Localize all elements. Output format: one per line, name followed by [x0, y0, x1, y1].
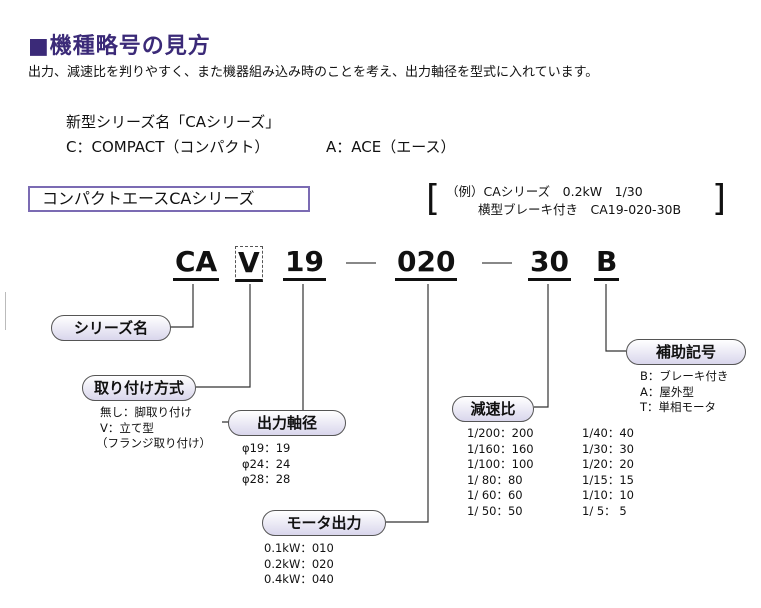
connector-series — [170, 284, 194, 328]
left-edge-divider — [0, 292, 6, 330]
example-line-2: 横型ブレーキ付き CA19-020-30B — [478, 202, 682, 217]
mounting-option: （フランジ取り付け） — [96, 436, 211, 451]
reduction-option: 1/ 80：80 — [467, 472, 523, 487]
code-hyphen-2 — [482, 262, 512, 264]
label-reduction: 減速比 — [452, 396, 534, 422]
shaft-options-list: φ19：19 φ24：24 φ28：28 — [242, 441, 290, 488]
reduction-option: 1/40：40 — [582, 426, 634, 440]
label-series-name: シリーズ名 — [51, 315, 171, 341]
mounting-options-list: 無し：脚取り付け V：立て型 （フランジ取り付け） — [96, 405, 211, 452]
mounting-option: 無し：脚取り付け — [100, 405, 192, 419]
code-part-reduction: 30 — [528, 246, 571, 281]
motor-option: 0.1kW：010 — [264, 541, 334, 555]
label-mounting: 取り付け方式 — [82, 375, 196, 401]
series-name-box: コンパクトエースCAシリーズ — [28, 186, 310, 212]
reduction-option: 1/15：15 — [582, 472, 634, 487]
reduction-option: 1/10：10 — [582, 488, 634, 503]
connector-shaft — [222, 284, 304, 423]
label-motor-output: モータ出力 — [262, 510, 386, 536]
page-subtitle: 出力、減速比を判りやすく、また機器組み込み時のことを考え、出力軸径を型式に入れて… — [28, 65, 599, 80]
auxiliary-option: A：屋外型 — [640, 384, 694, 399]
reduction-option: 1/100：100 — [467, 457, 534, 472]
auxiliary-options-list: B：ブレーキ付き A：屋外型 T：単相モータ — [640, 369, 728, 416]
connector-aux — [605, 284, 626, 352]
connector-mounting — [196, 284, 251, 388]
reduction-option: 1/200：200 — [467, 426, 534, 440]
example-left-bracket: [ — [426, 178, 441, 219]
reduction-option: 1/ 5： 5 — [582, 503, 627, 518]
auxiliary-option: T：単相モータ — [640, 400, 717, 415]
reduction-option: 1/30：30 — [582, 441, 634, 456]
reduction-option: 1/160：160 — [467, 441, 534, 456]
label-auxiliary: 補助記号 — [626, 339, 746, 365]
connector-reduction — [534, 284, 549, 408]
reduction-option: 1/ 60：60 — [467, 488, 523, 503]
page-title: ■機種略号の見方 — [28, 34, 211, 59]
connector-motor — [386, 284, 429, 523]
motor-option: 0.2kW：020 — [264, 556, 334, 571]
code-part-shaft: 19 — [283, 246, 326, 281]
reduction-options-col1: 1/200：200 1/160：160 1/100：100 1/ 80：80 1… — [467, 426, 534, 520]
motor-option: 0.4kW：040 — [264, 572, 334, 587]
intro-series-name: 新型シリーズ名「CAシリーズ」 — [66, 113, 281, 131]
shaft-option: φ19：19 — [242, 441, 291, 455]
intro-c-meaning: C：COMPACT（コンパクト） — [66, 138, 270, 156]
shaft-option: φ28：28 — [242, 472, 291, 487]
shaft-option: φ24：24 — [242, 456, 291, 471]
auxiliary-option: B：ブレーキ付き — [640, 369, 729, 383]
mounting-option: V：立て型 — [100, 420, 154, 435]
example-right-bracket: ] — [712, 178, 727, 219]
code-part-aux: B — [594, 246, 620, 281]
reduction-option: 1/20：20 — [582, 457, 634, 472]
reduction-option: 1/ 50：50 — [467, 503, 523, 518]
code-part-motor: 020 — [395, 246, 458, 281]
example-block: （例）CAシリーズ 0.2kW 1/30 横型ブレーキ付き CA19-020-3… — [446, 183, 681, 219]
code-part-ca: CA — [173, 246, 220, 281]
reduction-options-col2: 1/40：40 1/30：30 1/20：20 1/15：15 1/10：10 … — [582, 426, 634, 520]
motor-options-list: 0.1kW：010 0.2kW：020 0.4kW：040 — [264, 541, 334, 588]
code-part-v: V — [235, 246, 263, 282]
example-line-1: （例）CAシリーズ 0.2kW 1/30 — [446, 184, 643, 199]
code-hyphen-1 — [346, 262, 376, 264]
intro-a-meaning: A：ACE（エース） — [326, 138, 456, 156]
label-output-shaft: 出力軸径 — [228, 410, 346, 436]
